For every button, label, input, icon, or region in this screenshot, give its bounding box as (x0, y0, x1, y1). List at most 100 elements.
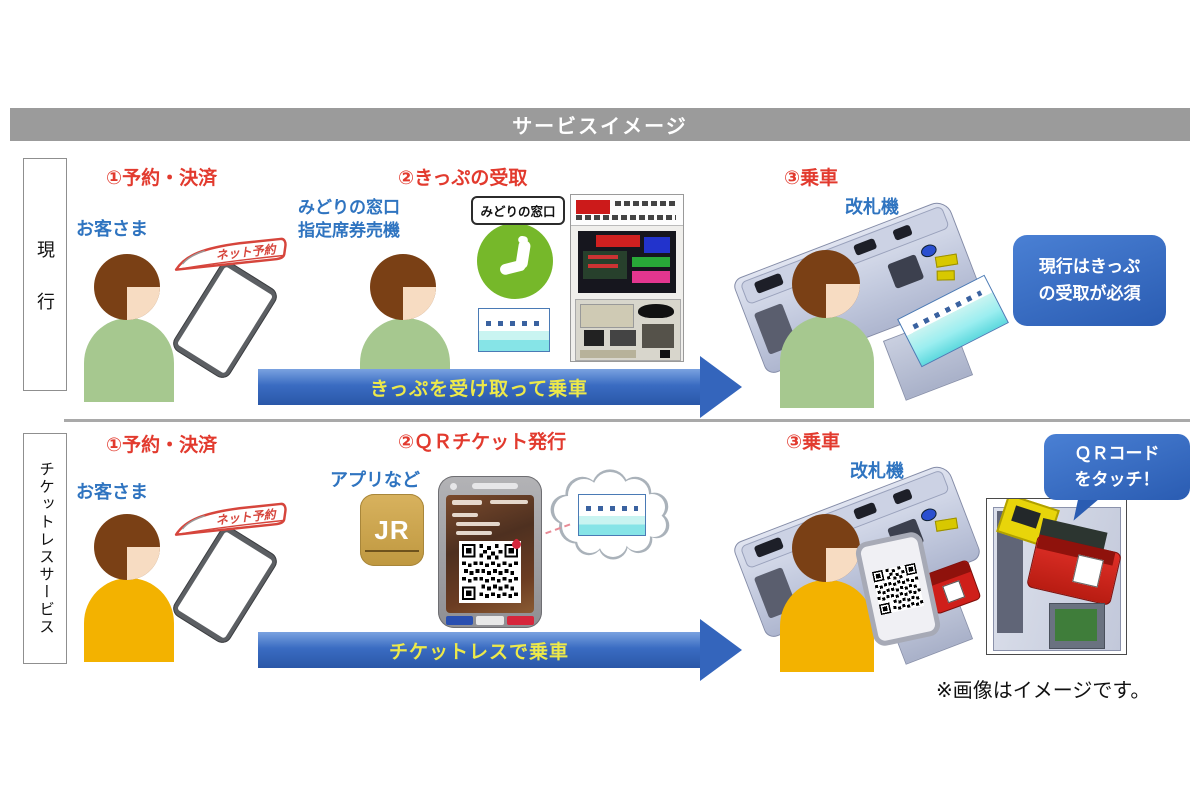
screen-text-bar4 (456, 522, 500, 526)
step1-heading-ticketless: ①予約・決済 (106, 435, 218, 456)
customer-face-current (127, 287, 160, 320)
jr-app-icon-line (365, 550, 419, 552)
arrow-current-head (700, 356, 742, 418)
screen-button-blue (446, 616, 474, 625)
gate-slot4-current (892, 224, 913, 241)
vm-slot2 (610, 330, 636, 346)
qr-touch-bubble-line2: をタッチ！ (1074, 470, 1160, 489)
gate-slot3-ticketless (852, 501, 878, 520)
green-window-sign-label: みどりの窓口 (480, 205, 556, 219)
callout-current-line1: 現行はきっぷ (1038, 257, 1141, 277)
qr-touch-bubble-line1: ＱＲコード (1074, 443, 1160, 463)
smartphone-icon-ticketless (169, 523, 281, 647)
gate-slot1-current (753, 272, 785, 294)
gate-slot1-ticketless (753, 536, 785, 558)
paper-ticket-text-dashes (486, 320, 542, 326)
row-label-current: 現行 (23, 158, 67, 391)
ticket-vending-machine (570, 194, 684, 362)
vm-block1 (580, 304, 634, 328)
header-bar: サービスイメージ (10, 108, 1190, 141)
vm-screen (578, 231, 676, 293)
vm-lower-panel (575, 299, 681, 361)
customer2-head-current (370, 254, 436, 320)
vm-dome (638, 304, 674, 318)
gate-label-current: 改札機 (845, 197, 899, 217)
qr-touch-bubble: ＱＲコード をタッチ！ (1044, 434, 1190, 500)
screen-button-white (476, 616, 504, 625)
row-label-ticketless-text: チケットレスサービス (37, 461, 54, 636)
gate-passenger-head-ticketless (792, 514, 860, 582)
phone-camera-dot (450, 483, 457, 490)
gate-slot3-current (852, 237, 878, 256)
step3-heading-current: ③乗車 (784, 168, 839, 189)
vm-tray (580, 350, 636, 358)
jr-app-icon: JR (360, 494, 424, 566)
gate-machine-ticketless (731, 462, 992, 672)
arrow-current-text: きっぷを受け取って乗車 (369, 378, 589, 400)
vm-slot4 (660, 350, 670, 358)
customer-head-current (94, 254, 160, 320)
app-label: アプリなど (330, 470, 420, 490)
midori-label-line1: みどりの窓口 (298, 198, 400, 217)
qr-reader-detail-image (986, 498, 1127, 655)
row-label-current-text: 現行 (35, 239, 55, 344)
vm-red-logo (576, 200, 610, 214)
gate-passenger-face-ticketless (826, 548, 860, 582)
customer-head-ticketless (94, 514, 160, 580)
arrow-ticketless-text: チケットレスで乗車 (388, 641, 569, 663)
phone-speaker (472, 483, 518, 489)
gate-label-ticketless: 改札機 (850, 461, 904, 481)
image-disclaimer-footnote: ※画像はイメージです。 (936, 680, 1151, 702)
gate-yellow-part-ticketless (934, 517, 959, 532)
vm-sign-text2 (576, 215, 676, 220)
midori-label-line2: 指定席券売機 (298, 221, 400, 240)
customer-body-current (84, 318, 174, 402)
callout-current-line2: の受取が必須 (1038, 283, 1141, 303)
gate-yellow-part2-current (936, 270, 955, 281)
gate-machine-current (731, 198, 1009, 408)
qr-reader-window (942, 580, 966, 604)
qr-code-svg (462, 544, 518, 600)
screen-button-row (446, 616, 534, 625)
arrow-current: きっぷを受け取って乗車 (258, 369, 700, 405)
qr-ticket-screen (446, 495, 534, 613)
step2-heading-current: ②きっぷの受取 (398, 168, 528, 189)
callout-current: 現行はきっぷ の受取が必須 (1013, 235, 1166, 326)
midori-label: みどりの窓口 指定席券売機 (286, 196, 412, 242)
jr-app-logo-text: JR (374, 514, 410, 545)
thought-cloud (548, 468, 674, 560)
smartphone-screen-current (176, 266, 274, 374)
page-title: サービスイメージ (512, 116, 688, 138)
screen-text-bar5 (456, 531, 492, 535)
vm-tile-green (632, 257, 670, 267)
customer2-face-current (403, 287, 436, 320)
row-label-ticketless: チケットレスサービス (23, 433, 67, 664)
qr-ticket-phone (438, 476, 542, 628)
vm-tile-reddash1 (588, 255, 618, 259)
vm-slot3 (642, 324, 674, 348)
vm-top-sign (571, 195, 683, 226)
gate-passenger-head-current (792, 250, 860, 318)
customer-label-ticketless: お客さま (76, 482, 148, 502)
gate-end-panel-current (887, 254, 925, 290)
cloud-ticket-dashes (585, 506, 639, 512)
vm-tile-red (596, 235, 640, 247)
arrow-ticketless: チケットレスで乗車 (258, 632, 700, 668)
vm-tile-reddash2 (588, 264, 618, 268)
detail-green-screen (1055, 609, 1097, 641)
screen-text-bar3 (452, 513, 478, 517)
smartphone-icon-current (169, 258, 281, 382)
vm-slot1 (584, 330, 604, 346)
vm-tile-blue (644, 237, 670, 253)
step1-heading-current: ①予約・決済 (106, 168, 218, 189)
green-window-seat-icon (477, 223, 553, 299)
gate-slot4-ticketless (892, 488, 913, 505)
gate-passenger-body-current (780, 316, 874, 408)
gate-passenger-face-current (826, 284, 860, 318)
shinkansen-icon-current: ネット予約 (171, 234, 292, 278)
screen-text-bar2 (490, 500, 528, 504)
step2-heading-ticketless: ②ＱＲチケット発行 (398, 432, 567, 453)
screen-button-red (506, 616, 534, 625)
gate-yellow-part-current (934, 253, 959, 268)
